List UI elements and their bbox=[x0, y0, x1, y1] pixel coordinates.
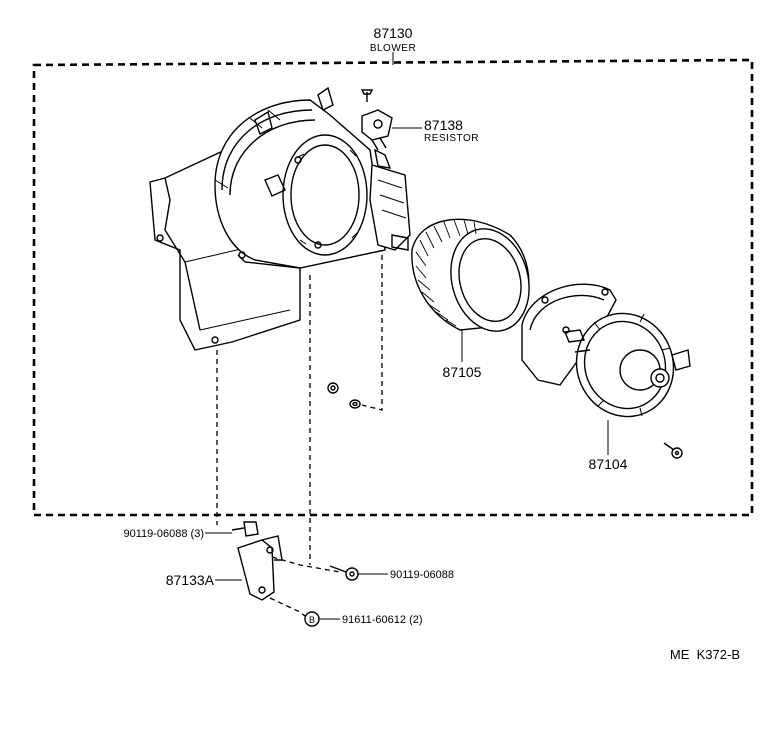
motor-part-number: 87104 bbox=[589, 456, 628, 472]
case-nut bbox=[327, 382, 339, 394]
blower-motor bbox=[521, 283, 691, 418]
reference-code: ME K372-B bbox=[670, 647, 740, 662]
nut: B bbox=[304, 611, 320, 627]
bolt-right bbox=[329, 565, 359, 581]
bolt-left-part-number: 90119-06088 (3) bbox=[123, 528, 204, 540]
assembly-name: BLOWER bbox=[370, 43, 416, 54]
resistor-name: RESISTOR bbox=[424, 133, 479, 144]
resistor-part-number: 87138 bbox=[424, 117, 463, 133]
blower-case bbox=[149, 86, 386, 351]
explosion-lines bbox=[216, 255, 383, 621]
bracket-part-number: 87133A bbox=[166, 572, 215, 588]
bolt-right-part-number: 90119-06088 bbox=[390, 569, 454, 581]
bracket bbox=[237, 535, 283, 601]
resistor bbox=[361, 109, 393, 151]
resistor-housing bbox=[369, 148, 411, 251]
nut-part-number: 91611-60612 (2) bbox=[342, 614, 423, 626]
svg-text:B: B bbox=[309, 615, 315, 625]
assembly-part-number: 87130 bbox=[374, 25, 413, 41]
blower-fan bbox=[411, 218, 530, 332]
resistor-screw bbox=[360, 89, 374, 102]
case-washer bbox=[349, 399, 361, 409]
blower-assembly-boundary bbox=[32, 58, 754, 517]
motor-screw bbox=[663, 442, 683, 459]
fan-part-number: 87105 bbox=[443, 364, 482, 380]
bolt-left bbox=[231, 521, 259, 537]
